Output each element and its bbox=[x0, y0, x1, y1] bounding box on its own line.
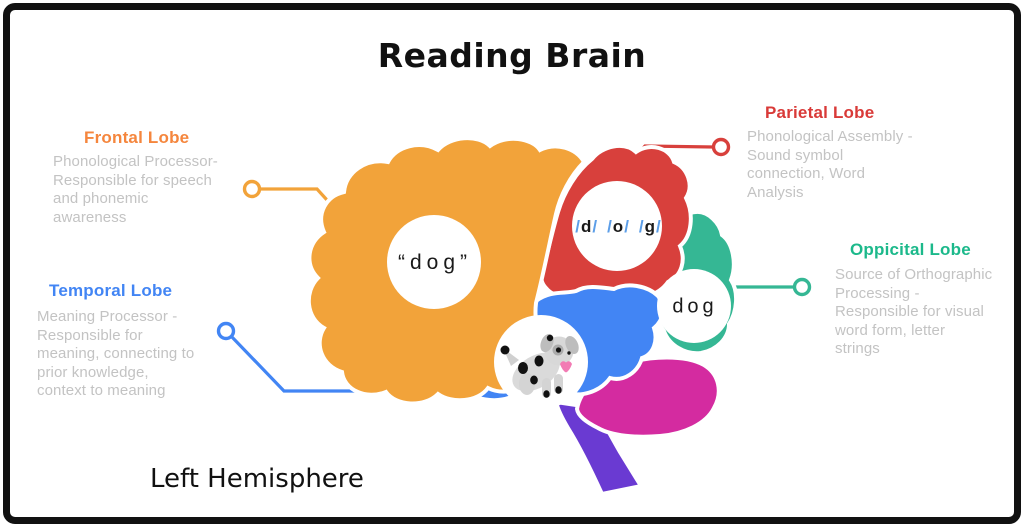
phoneme-o: /o/ bbox=[607, 217, 629, 236]
frontal-lobe-heading: Frontal Lobe bbox=[84, 128, 190, 147]
parietal-circle-phonemes: /d/ /o/ /g/ bbox=[570, 217, 666, 237]
occipital-circle-word: dog bbox=[672, 295, 718, 318]
frontal-word-circle bbox=[387, 215, 481, 309]
temporal-lobe-heading: Temporal Lobe bbox=[49, 281, 173, 300]
occipital-lobe-heading: Oppicital Lobe bbox=[850, 240, 971, 259]
parietal-lobe-heading: Parietal Lobe bbox=[765, 103, 875, 122]
dog-illustration bbox=[500, 333, 579, 398]
occipital-connector-dot bbox=[792, 277, 812, 297]
temporal-connector-dot bbox=[216, 321, 236, 341]
parietal-connector-dot bbox=[711, 137, 731, 157]
frontal-lobe-description: Phonological Processor- Responsible for … bbox=[53, 153, 218, 226]
phoneme-d: /d/ bbox=[575, 217, 598, 236]
parietal-lobe-description: Phonological Assembly - Sound symbol con… bbox=[747, 128, 913, 201]
frontal-connector-dot bbox=[242, 179, 262, 199]
temporal-lobe-description: Meaning Processor - Responsible for mean… bbox=[37, 308, 195, 399]
occipital-lobe-description: Source of Orthographic Processing - Resp… bbox=[835, 266, 993, 357]
frontal-circle-word: “dog” bbox=[397, 251, 473, 274]
page-title: Reading Brain bbox=[377, 36, 647, 75]
hemisphere-label: Left Hemisphere bbox=[150, 464, 364, 494]
occipital-word-circle bbox=[657, 269, 731, 343]
phoneme-g: /g/ bbox=[638, 217, 661, 236]
parietal-word-circle bbox=[572, 181, 662, 271]
